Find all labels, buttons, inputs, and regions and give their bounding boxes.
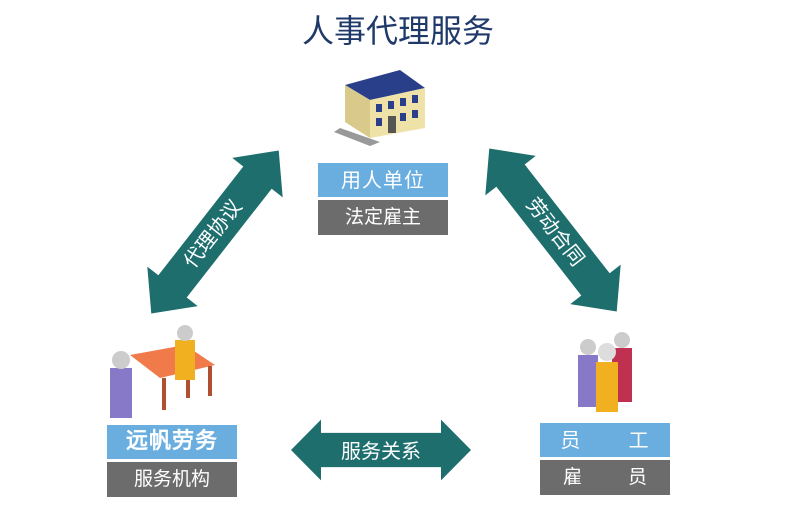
employer-secondary-label: 法定雇主 xyxy=(318,200,448,235)
agency-node: 远帆劳务 服务机构 xyxy=(107,425,237,497)
diagram-title: 人事代理服务 xyxy=(301,12,494,50)
employer-node: 用人单位 法定雇主 xyxy=(318,163,448,235)
employer-primary-label: 用人单位 xyxy=(318,163,448,197)
employee-secondary-label: 雇 员 xyxy=(540,460,670,495)
meeting-icon xyxy=(110,325,215,418)
people-icon xyxy=(578,332,632,412)
agency-employee-label: 服务关系 xyxy=(341,439,421,463)
building-icon xyxy=(334,70,425,146)
agency-secondary-label: 服务机构 xyxy=(107,462,237,497)
employee-primary-label: 员 工 xyxy=(540,423,670,457)
employee-node: 员 工 雇 员 xyxy=(540,423,670,495)
agency-primary-label: 远帆劳务 xyxy=(107,425,237,459)
